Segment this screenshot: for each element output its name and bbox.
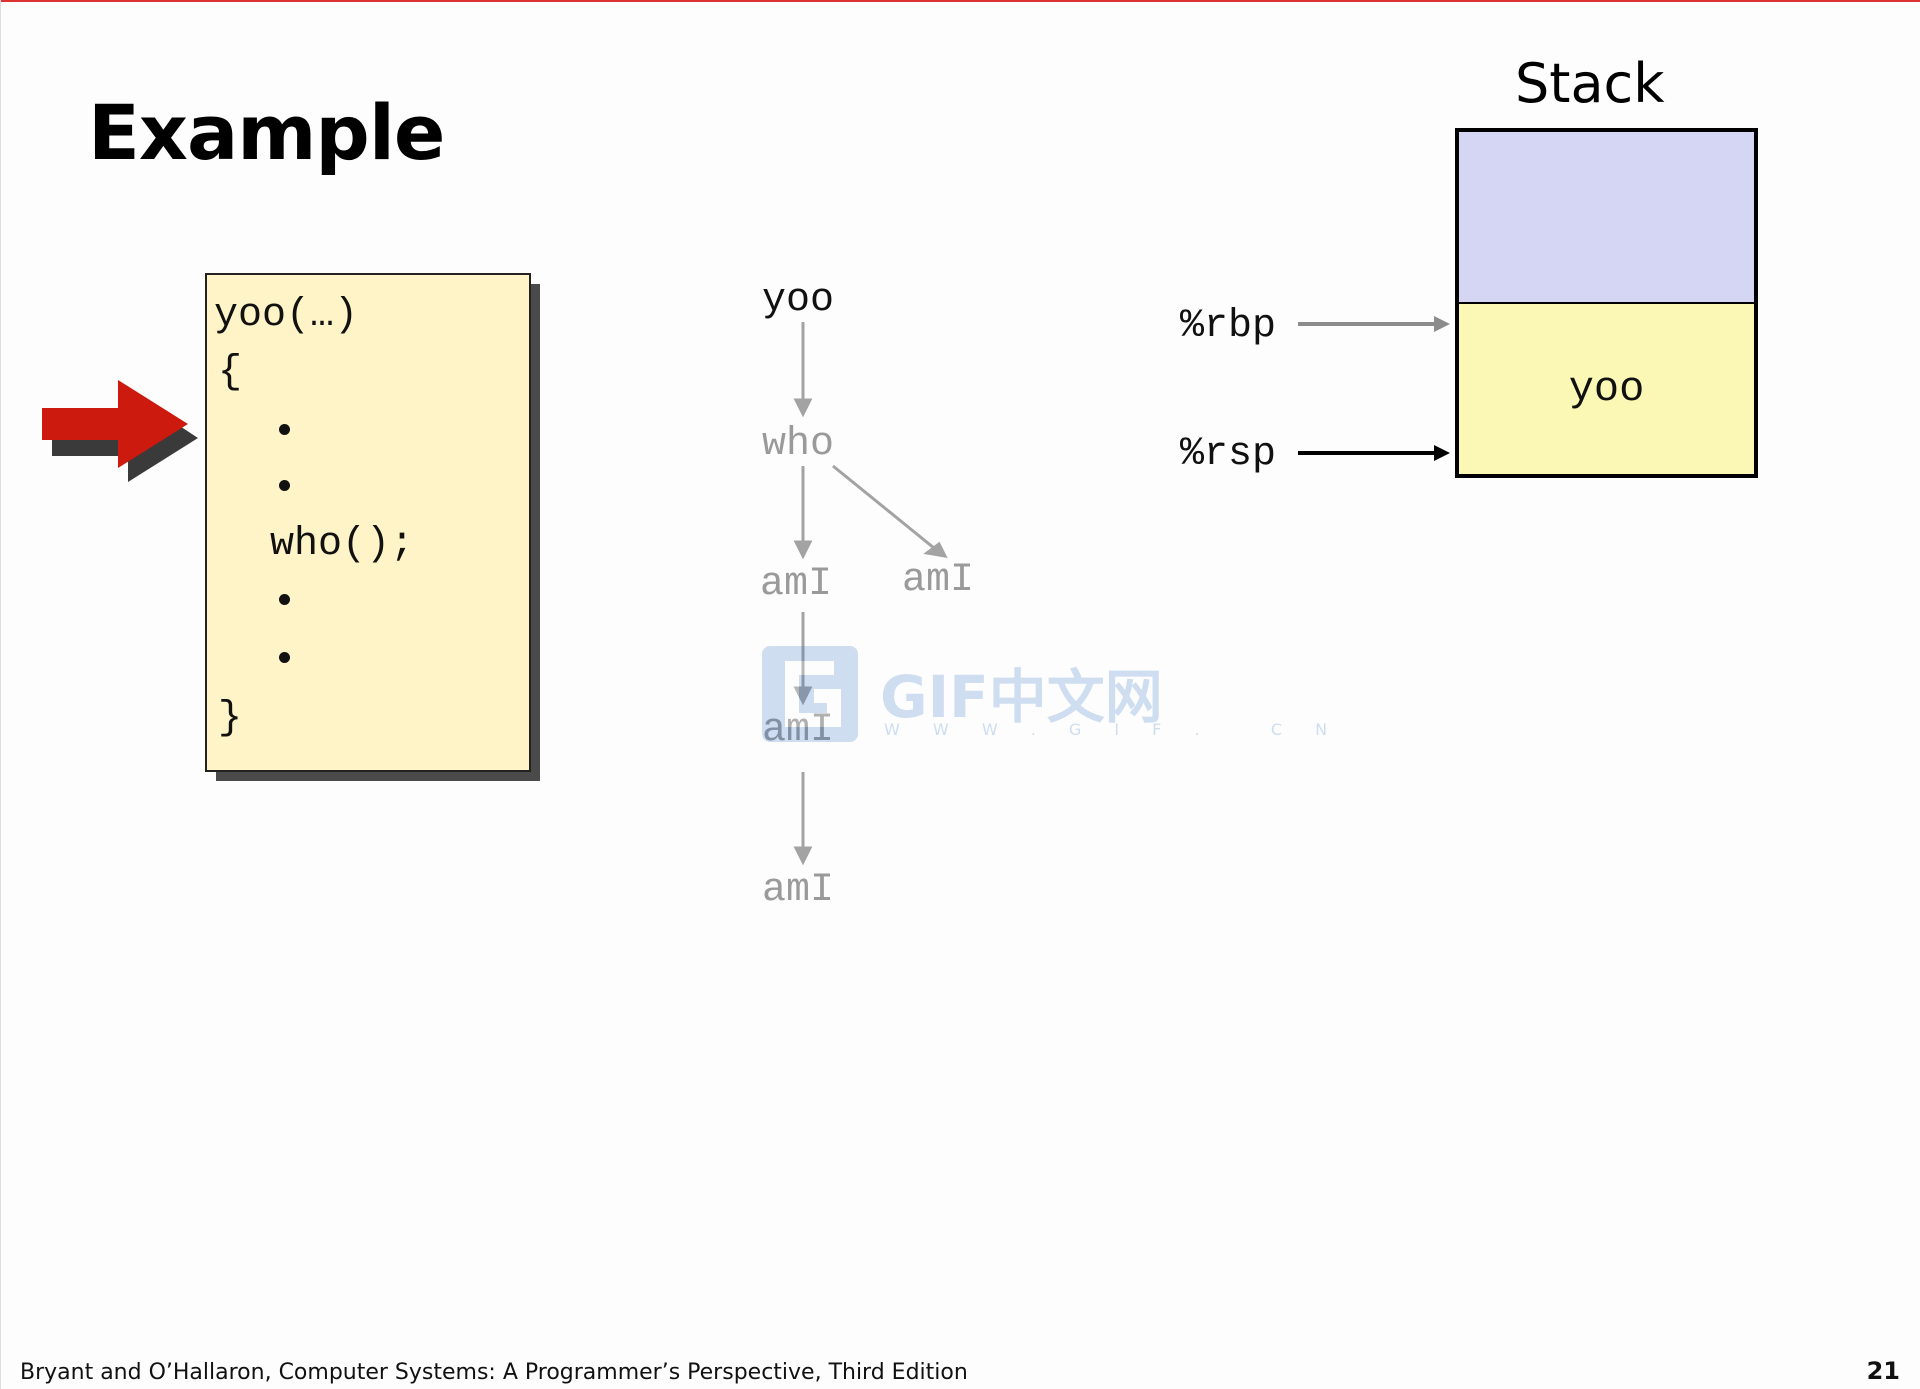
tree-node-who: who [762,422,835,467]
code-ellipsis-dot [279,594,290,605]
footer-citation: Bryant and O’Hallaron, Computer Systems:… [20,1360,968,1385]
rbp-arrow-head [1434,316,1450,332]
code-ellipsis-dot [279,424,290,435]
tree-node-ami: amI [760,562,833,607]
code-line-close-brace: } [218,696,243,741]
watermark-logo-icon [762,646,858,742]
code-line-signature: yoo(…) [214,293,359,338]
code-ellipsis-dot [279,480,290,491]
register-rsp-label: %rsp [1180,432,1277,477]
stack-frame-caller [1455,128,1758,306]
watermark-text: GIF中文网 [880,663,1163,731]
watermark-url: W W W . G I F . C N [884,720,1342,739]
register-rbp-label: %rbp [1180,304,1277,349]
call-tree-arrows [793,322,948,866]
stack-frame-label: yoo [1568,365,1645,413]
pointer-arrow-icon [42,380,188,468]
code-ellipsis-dot [279,652,290,663]
stack-title: Stack [1515,52,1665,115]
watermark: GIF中文网 W W W . G I F . C N [762,646,1327,746]
arrow-head-ami-ami-2 [793,846,813,866]
tree-node-ami: amI [762,868,835,913]
code-line-open-brace: { [218,350,243,395]
tree-node-ami: amI [762,708,834,753]
rsp-arrow-head [1434,445,1450,461]
slide-title: Example [88,88,445,177]
stack-frame-current: yoo [1455,302,1758,478]
code-line-call: who(); [270,522,415,567]
page-number: 21 [1866,1357,1900,1385]
tree-node-ami: amI [902,558,975,603]
left-rule [0,0,1,1389]
arrow-head-ami-ami-1 [793,686,813,706]
tree-node-yoo: yoo [762,278,835,323]
arrow-head-who-ami-1 [793,540,813,560]
code-box [205,273,531,772]
arrow-who-ami-2 [832,464,935,550]
arrow-head-yoo-who [793,398,813,418]
arrow-head-who-ami-2 [923,541,948,558]
top-rule [0,0,1920,2]
